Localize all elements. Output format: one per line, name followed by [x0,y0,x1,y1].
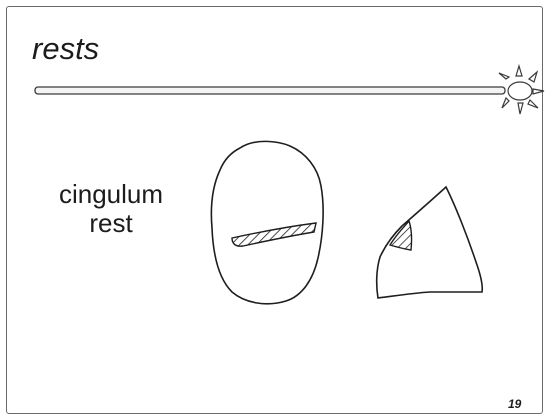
page-number: 19 [508,397,521,411]
label-line-1: cingulum [46,180,176,209]
tooth-proximal-view [377,187,483,298]
sun-icon [499,66,544,114]
label-line-2: rest [46,209,176,238]
cingulum-rest-label: cingulum rest [46,180,176,238]
tooth-lingual-view [211,141,323,303]
header-bar [35,87,505,94]
